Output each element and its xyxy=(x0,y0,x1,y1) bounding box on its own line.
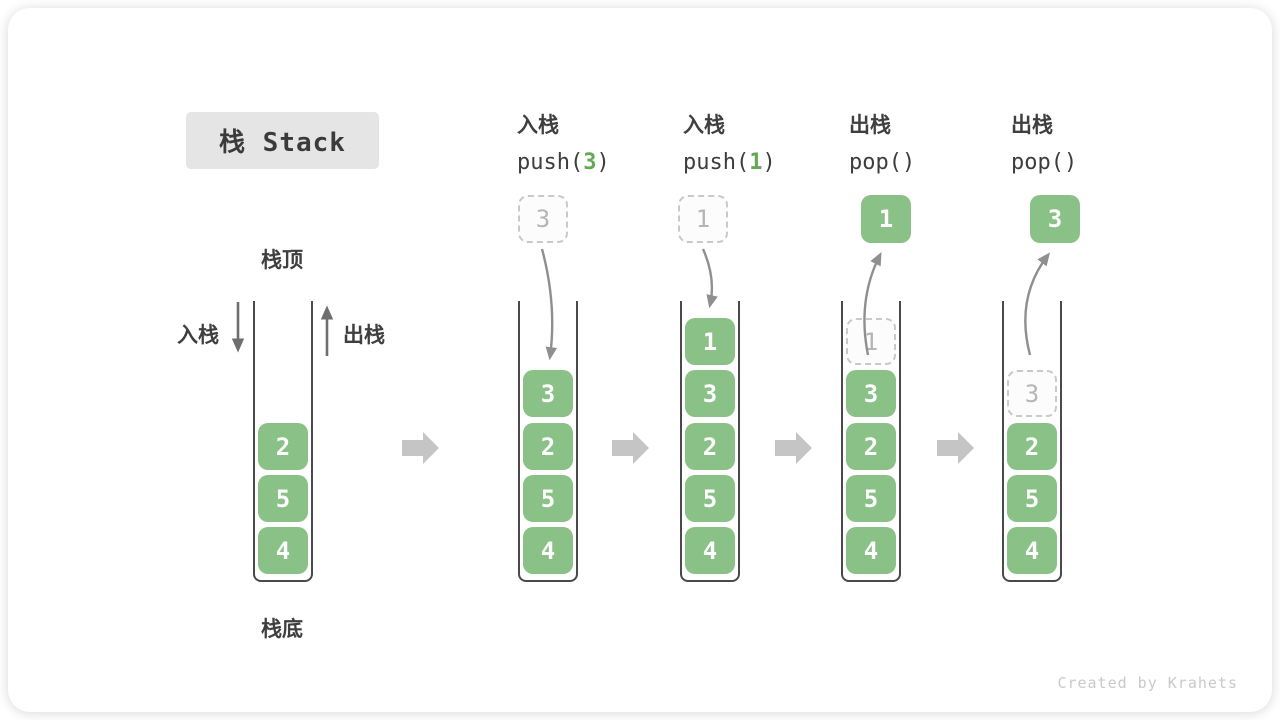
outgoing-value-box: 1 xyxy=(861,195,911,243)
stack-block: 5 xyxy=(258,475,308,522)
code-text: push( xyxy=(683,150,750,175)
stack-block: 4 xyxy=(523,527,573,574)
code-text: push( xyxy=(517,150,584,175)
title-box: 栈 Stack xyxy=(186,112,379,169)
operation-code: pop() xyxy=(1011,150,1077,175)
operation-header: 入栈 push(1) xyxy=(683,109,776,175)
stack-block: 3 xyxy=(523,370,573,417)
code-text: pop( xyxy=(1011,150,1064,175)
stack-block: 1 xyxy=(685,318,735,365)
stack-block: 3 xyxy=(846,370,896,417)
flow-arrow-icon xyxy=(775,431,813,465)
code-arg: 1 xyxy=(749,150,763,175)
stack-block: 5 xyxy=(846,475,896,522)
stack-block: 4 xyxy=(258,527,308,574)
stack-block: 4 xyxy=(1007,527,1057,574)
flow-arrow-shape xyxy=(612,432,649,464)
operation-name: 入栈 xyxy=(517,114,559,137)
operation-code: push(3) xyxy=(517,150,610,175)
flow-arrow-icon xyxy=(612,431,650,465)
stack-block: 4 xyxy=(846,527,896,574)
push-side-label: 入栈 xyxy=(177,324,219,347)
operation-header: 出栈 pop() xyxy=(1011,109,1077,175)
code-text: ) xyxy=(596,150,610,175)
stack-block: 2 xyxy=(1007,423,1057,470)
stack-bottom-label: 栈底 xyxy=(261,618,303,641)
arrow-right-icon xyxy=(402,432,439,464)
incoming-value-box: 3 xyxy=(518,195,568,243)
operation-code: push(1) xyxy=(683,150,776,175)
flow-arrow-icon xyxy=(402,431,440,465)
stack-block: 5 xyxy=(685,475,735,522)
operation-name: 入栈 xyxy=(683,114,725,137)
operation-header: 入栈 push(3) xyxy=(517,109,610,175)
stack-block: 2 xyxy=(685,423,735,470)
outgoing-value-box: 3 xyxy=(1030,195,1080,243)
operation-code: pop() xyxy=(849,150,915,175)
stack-block: 4 xyxy=(685,527,735,574)
popped-ghost-block: 1 xyxy=(846,318,896,365)
page-title: 栈 Stack xyxy=(219,128,346,158)
flow-arrow-shape xyxy=(775,432,812,464)
operation-name: 出栈 xyxy=(849,114,891,137)
arrow-right-icon xyxy=(937,432,974,464)
code-text: ) xyxy=(901,150,916,175)
pop-side-label: 出栈 xyxy=(343,324,385,347)
popped-ghost-block: 3 xyxy=(1007,370,1057,417)
operation-name: 出栈 xyxy=(1011,114,1053,137)
operation-header: 出栈 pop() xyxy=(849,109,915,175)
flow-arrow-icon xyxy=(937,431,975,465)
code-text: ) xyxy=(1063,150,1078,175)
arrow-right-icon xyxy=(612,432,649,464)
stack-block: 2 xyxy=(846,423,896,470)
code-arg: 3 xyxy=(583,150,597,175)
code-text: ) xyxy=(762,150,776,175)
arrow-right-icon xyxy=(775,432,812,464)
incoming-value-box: 1 xyxy=(678,195,728,243)
stack-block: 5 xyxy=(523,475,573,522)
flow-arrow-shape xyxy=(402,432,439,464)
stack-top-label: 栈顶 xyxy=(261,249,303,272)
stack-block: 5 xyxy=(1007,475,1057,522)
watermark: Created by Krahets xyxy=(1057,674,1238,692)
flow-arrow-shape xyxy=(937,432,974,464)
stack-block: 2 xyxy=(258,423,308,470)
stack-block: 2 xyxy=(523,423,573,470)
stack-block: 3 xyxy=(685,370,735,417)
code-text: pop( xyxy=(849,150,902,175)
